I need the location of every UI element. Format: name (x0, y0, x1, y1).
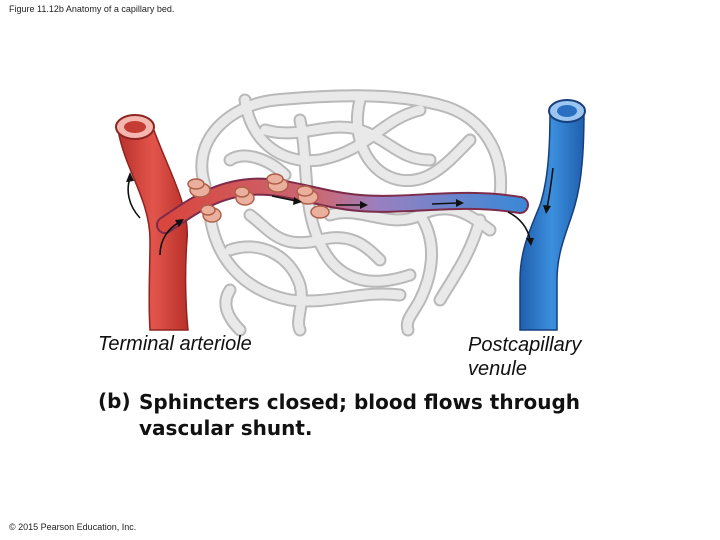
panel-caption: Sphincters closed; blood flows through v… (139, 390, 580, 440)
arrow-icon (431, 202, 459, 205)
terminal-arteriole-label: Terminal arteriole (98, 333, 252, 355)
panel-letter: (b) (98, 389, 131, 413)
arrow-icon (507, 211, 531, 241)
postcapillary-venule-label: Postcapillary venule (468, 333, 581, 381)
sphincter (187, 178, 211, 198)
arrow-head-icon (526, 238, 534, 246)
arrow-head-icon (456, 199, 464, 207)
postcapillary-venule-label-line1: Postcapillary (468, 334, 582, 356)
arrow-head-icon (293, 197, 302, 205)
arrow-head-icon (360, 201, 368, 209)
precapillary-sphincters (187, 173, 330, 223)
postcapillary-venule (519, 99, 586, 331)
copyright-notice: © 2015 Pearson Education, Inc. (9, 522, 137, 532)
postcapillary-venule-label-line2: venule (468, 358, 527, 380)
capillary-network (195, 89, 508, 337)
sphincter (234, 186, 255, 206)
sphincter (310, 205, 330, 219)
terminal-arteriole (115, 114, 189, 331)
arrow-head-icon (126, 172, 134, 182)
arrow-head-icon (543, 205, 551, 214)
arrow-icon (271, 195, 297, 202)
arrow-head-icon (175, 219, 184, 227)
sphincter (266, 173, 289, 193)
sphincter (200, 204, 222, 223)
figure-title: Figure 11.12b Anatomy of a capillary bed… (9, 4, 175, 14)
flow-arrows (126, 167, 554, 256)
arrow-icon (546, 167, 554, 209)
sphincter (296, 185, 319, 205)
